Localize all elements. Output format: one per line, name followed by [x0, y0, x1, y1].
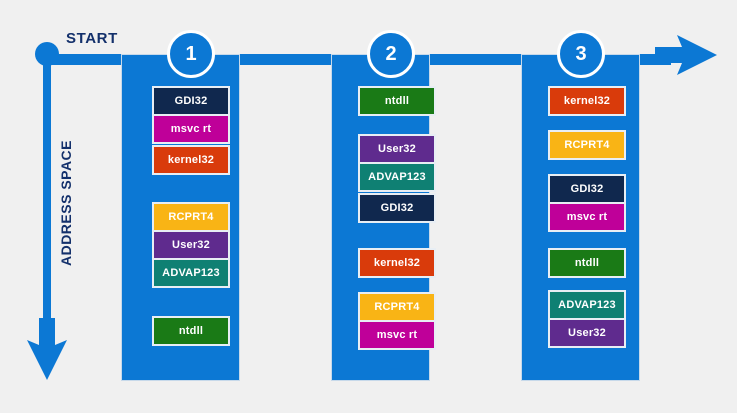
module-box[interactable]: msvc rt	[152, 114, 230, 144]
module-group: ADVAP123	[152, 258, 230, 288]
module-label: msvc rt	[170, 123, 212, 135]
module-label: ntdll	[178, 325, 204, 337]
module-box[interactable]: GDI32	[548, 174, 626, 204]
module-group: kernel32	[152, 145, 230, 175]
module-label: User32	[568, 327, 606, 339]
module-group: RCPRT4	[548, 130, 626, 160]
module-box[interactable]: ntdll	[548, 248, 626, 278]
module-group: GDI32 msvc rt	[548, 174, 626, 232]
module-label: GDI32	[174, 95, 208, 107]
module-label: kernel32	[167, 154, 215, 166]
module-group: ntdll	[152, 316, 230, 346]
module-box[interactable]: msvc rt	[358, 320, 436, 350]
module-group: kernel32	[548, 86, 626, 116]
module-label: msvc rt	[376, 329, 418, 341]
module-label: GDI32	[380, 202, 414, 214]
module-label: ntdll	[574, 257, 600, 269]
module-label: ADVAP123	[162, 267, 220, 279]
module-box[interactable]: kernel32	[152, 145, 230, 175]
down-arrow-icon	[25, 318, 69, 380]
module-box[interactable]: msvc rt	[548, 202, 626, 232]
module-label: User32	[172, 239, 210, 251]
module-label: RCPRT4	[374, 301, 420, 313]
module-box[interactable]: GDI32	[152, 86, 230, 116]
module-box[interactable]: RCPRT4	[548, 130, 626, 160]
module-box[interactable]: ADVAP123	[152, 258, 230, 288]
module-box[interactable]: User32	[548, 318, 626, 348]
module-label: GDI32	[570, 183, 604, 195]
module-group: ntdll	[358, 86, 436, 116]
module-box[interactable]: RCPRT4	[358, 292, 436, 322]
module-box[interactable]: GDI32	[358, 193, 436, 223]
address-space-axis-label: ADDRESS SPACE	[58, 139, 74, 267]
module-group: GDI32 msvc rt	[152, 86, 230, 144]
module-label: kernel32	[563, 95, 611, 107]
stage-badge-3[interactable]: 3	[557, 30, 605, 78]
module-box[interactable]: User32	[152, 230, 230, 260]
module-box[interactable]: ntdll	[152, 316, 230, 346]
module-box[interactable]: RCPRT4	[152, 202, 230, 232]
module-label: ADVAP123	[558, 299, 616, 311]
module-label: kernel32	[373, 257, 421, 269]
stage-badge-2[interactable]: 2	[367, 30, 415, 78]
module-label: ADVAP123	[368, 171, 426, 183]
module-box[interactable]: ADVAP123	[548, 290, 626, 320]
module-group: ntdll	[548, 248, 626, 278]
module-box[interactable]: ntdll	[358, 86, 436, 116]
module-box[interactable]: kernel32	[548, 86, 626, 116]
module-box[interactable]: kernel32	[358, 248, 436, 278]
module-label: RCPRT4	[564, 139, 610, 151]
start-label: START	[66, 30, 118, 47]
module-label: ntdll	[384, 95, 410, 107]
module-group: kernel32	[358, 248, 436, 278]
module-group: GDI32	[358, 193, 436, 223]
module-box[interactable]: User32	[358, 134, 436, 164]
module-label: RCPRT4	[168, 211, 214, 223]
module-label: msvc rt	[566, 211, 608, 223]
module-group: RCPRT4 msvc rt	[358, 292, 436, 350]
module-label: User32	[378, 143, 416, 155]
stage-badge-1[interactable]: 1	[167, 30, 215, 78]
address-space-axis-line	[43, 54, 51, 326]
module-box[interactable]: ADVAP123	[358, 162, 436, 192]
right-arrow-icon	[655, 29, 717, 81]
